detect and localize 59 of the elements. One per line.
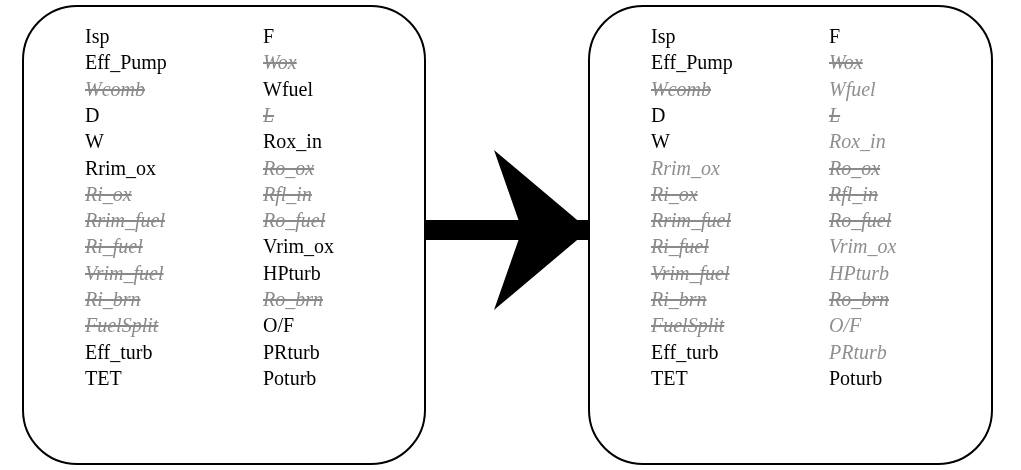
greyed-variable-label: Rrim_ox xyxy=(651,156,720,179)
struck-variable-label: Ro_fuel xyxy=(263,209,326,232)
variable-label: Eff_turb xyxy=(85,340,153,363)
struck-variable-label: Ro_ox xyxy=(829,156,881,179)
variable-label: W xyxy=(651,130,670,153)
variable-label: Rrim_ox xyxy=(85,156,157,179)
struck-variable-label: Ri_brn xyxy=(85,288,141,310)
variable-label: D xyxy=(651,103,666,126)
variable-label: HPturb xyxy=(263,261,321,284)
variable-label: Isp xyxy=(85,25,110,47)
greyed-variable-label: Vrim_ox xyxy=(829,235,897,258)
variable-label: TET xyxy=(85,366,122,389)
struck-variable-label: Vrim_fuel xyxy=(85,261,164,284)
greyed-variable-label: HPturb xyxy=(829,261,889,284)
variable-label: W xyxy=(85,130,104,153)
struck-variable-label: Ro_fuel xyxy=(829,209,892,232)
struck-variable-label: Ro_brn xyxy=(829,288,889,310)
variable-label: Wfuel xyxy=(263,77,313,100)
struck-variable-label: Rrim_fuel xyxy=(651,209,731,232)
struck-variable-label: Rrim_fuel xyxy=(85,209,165,232)
struck-variable-label: Wox xyxy=(829,51,863,74)
struck-variable-label: Ri_fuel xyxy=(651,235,709,258)
struck-variable-label: Ri_ox xyxy=(85,182,132,205)
struck-variable-label: Ro_brn xyxy=(263,288,323,310)
struck-variable-label: Rfl_in xyxy=(829,182,878,205)
struck-variable-label: Vrim_fuel xyxy=(651,261,730,284)
greyed-variable-label: PRturb xyxy=(829,340,887,363)
variable-label: Vrim_ox xyxy=(263,235,334,258)
struck-variable-label: Ro_ox xyxy=(263,156,315,179)
variable-label: F xyxy=(829,25,841,47)
struck-variable-label: L xyxy=(263,103,275,126)
rounded-panel xyxy=(588,5,993,465)
struck-variable-label: Rfl_in xyxy=(263,182,312,205)
greyed-variable-label: O/F xyxy=(829,314,862,337)
variable-label: O/F xyxy=(263,314,295,337)
greyed-variable-label: Wfuel xyxy=(829,77,876,100)
struck-variable-label: FuelSplit xyxy=(651,314,725,337)
struck-variable-label: Wcomb xyxy=(85,77,145,100)
struck-variable-label: Ri_brn xyxy=(651,288,707,310)
variable-label: Poturb xyxy=(829,366,883,389)
variable-label: Isp xyxy=(651,25,676,47)
variable-label: F xyxy=(263,25,275,47)
struck-variable-label: L xyxy=(829,103,841,126)
greyed-variable-label: Rox_in xyxy=(829,130,886,153)
struck-variable-label: Wox xyxy=(263,51,297,74)
variable-label: Eff_turb xyxy=(651,340,719,363)
variable-label: Poturb xyxy=(263,366,317,389)
struck-variable-label: Wcomb xyxy=(651,77,711,100)
struck-variable-label: FuelSplit xyxy=(85,314,159,337)
block-arrow xyxy=(424,150,589,310)
variable-label: Rox_in xyxy=(263,130,322,153)
rounded-panel xyxy=(22,5,426,465)
struck-variable-label: Ri_ox xyxy=(651,182,698,205)
variable-label: Eff_Pump xyxy=(85,51,167,74)
variable-label: Eff_Pump xyxy=(651,51,733,74)
variable-label: D xyxy=(85,103,100,126)
variable-label: PRturb xyxy=(263,340,320,363)
struck-variable-label: Ri_fuel xyxy=(85,235,143,258)
variable-label: TET xyxy=(651,366,688,389)
